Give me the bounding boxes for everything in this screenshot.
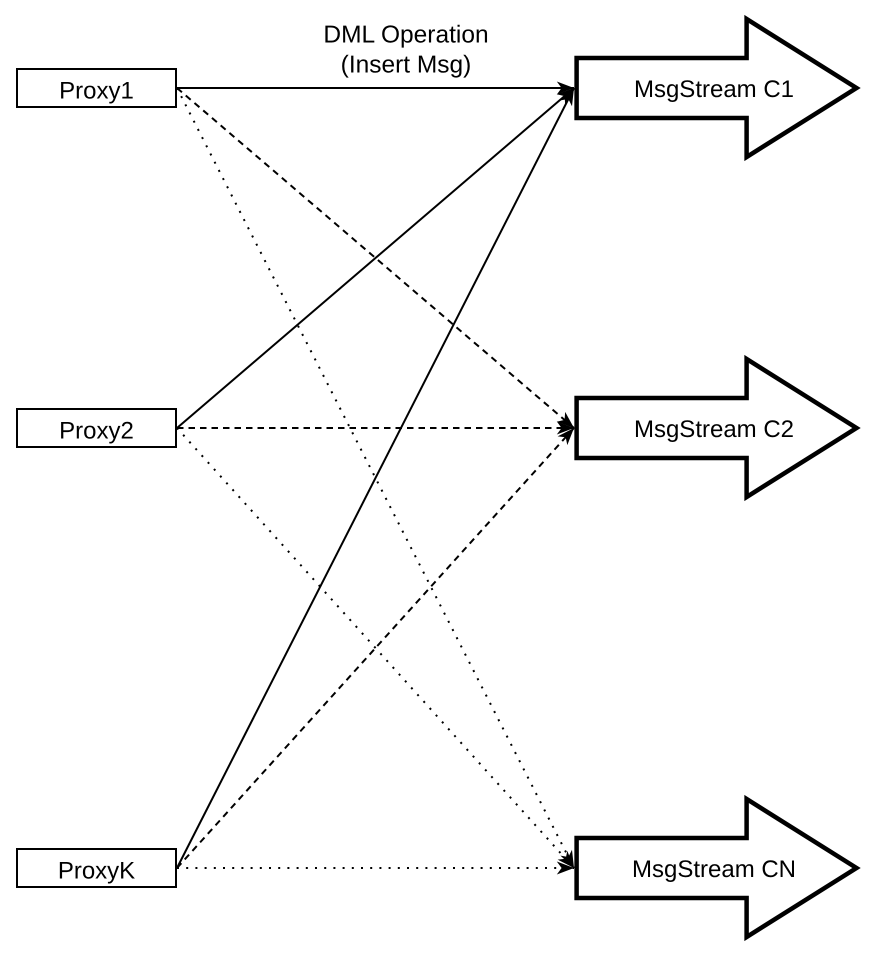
svg-text:ProxyK: ProxyK [58,858,135,885]
svg-text:Proxy2: Proxy2 [59,418,134,445]
svg-text:MsgStream CN: MsgStream CN [632,856,796,883]
svg-text:DML Operation: DML Operation [323,22,488,49]
svg-text:Proxy1: Proxy1 [59,78,134,105]
svg-text:(Insert Msg): (Insert Msg) [341,52,472,79]
svg-text:MsgStream C1: MsgStream C1 [634,76,794,103]
svg-text:MsgStream C2: MsgStream C2 [634,416,794,443]
